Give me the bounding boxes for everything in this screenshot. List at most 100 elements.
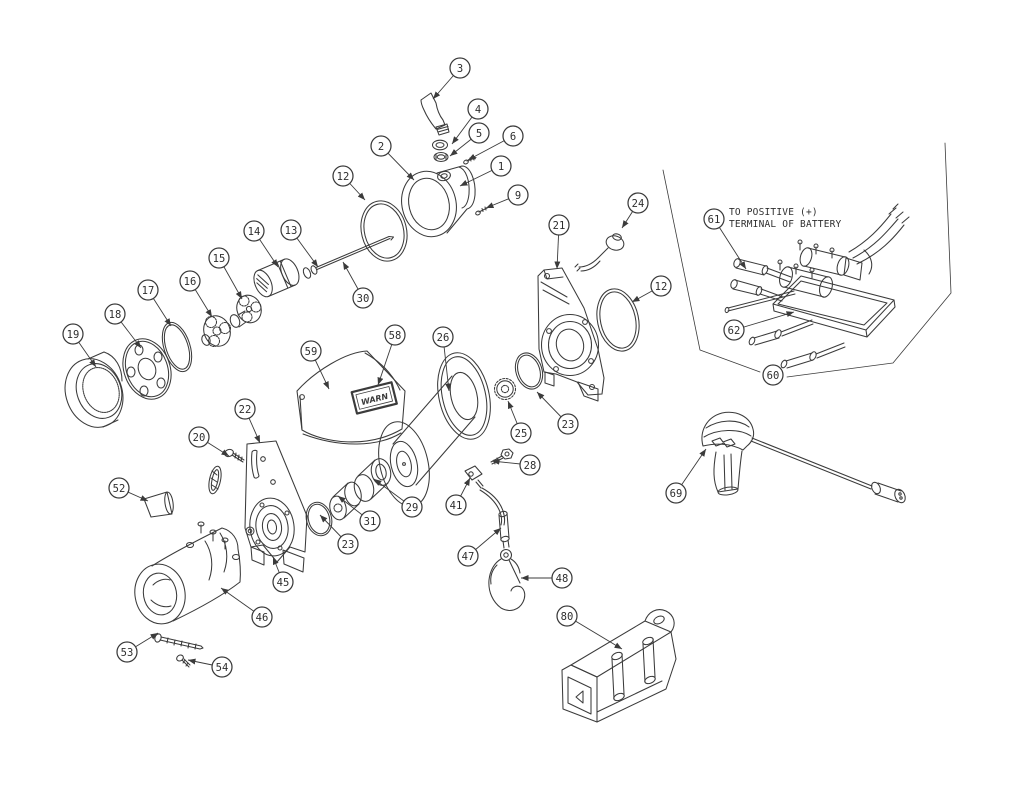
balloon-number: 12: [655, 281, 668, 293]
balloon-circle: [401, 496, 423, 518]
balloon-circle: [449, 57, 471, 79]
inset-border: [786, 142, 952, 378]
annotations: TO POSITIVE (+)TERMINAL OF BATTERY: [729, 207, 841, 230]
sticker-brand-text: WARN: [360, 392, 389, 407]
balloon-circle: [337, 533, 359, 555]
balloon-circle: [359, 510, 381, 532]
balloon-circle: [551, 567, 573, 589]
callout-29: 29: [373, 478, 423, 518]
callout-53: 53: [116, 632, 159, 663]
callout-22: 22: [234, 398, 261, 444]
balloon-circle: [762, 364, 784, 386]
callout-45: 45: [272, 556, 294, 593]
winch-motor: [134, 521, 241, 625]
callout-60: 60: [762, 364, 784, 386]
inset-border: [662, 169, 761, 373]
balloon-circle: [432, 326, 454, 348]
callout-46: 46: [220, 587, 273, 628]
balloon-number: 80: [561, 611, 574, 623]
housing-gasket: [596, 288, 640, 352]
balloon-circle: [116, 641, 138, 663]
callout-58: 58: [377, 324, 406, 386]
thrust-washer: [208, 465, 222, 495]
balloon-number: 29: [406, 502, 419, 514]
callout-23: 23: [319, 514, 359, 555]
winch-drum: [378, 352, 491, 507]
callout-24: 24: [621, 192, 649, 229]
balloon-number: 13: [285, 225, 298, 237]
balloon-circle: [723, 319, 745, 341]
balloon-number: 41: [450, 500, 463, 512]
callout-17: 17: [137, 279, 172, 327]
balloon-number: 46: [256, 612, 269, 624]
balloon-circle: [243, 220, 265, 242]
gasket-ring: [360, 200, 408, 262]
balloon-circle: [510, 422, 532, 444]
warn-sticker: WARN: [350, 381, 398, 415]
callout-16: 16: [179, 270, 213, 318]
balloon-number: 4: [475, 104, 481, 116]
callout-2: 2: [370, 135, 415, 181]
remote-control: [701, 411, 906, 504]
carrier-plate: [122, 338, 172, 400]
callout-31: 31: [337, 495, 381, 532]
callout-61: 61: [703, 208, 747, 270]
callout-12: 12: [332, 165, 366, 201]
balloon-number: 22: [239, 404, 252, 416]
leader-line: [566, 615, 623, 650]
callout-62: 62: [723, 311, 795, 341]
balloon-circle: [467, 98, 489, 120]
solenoid-base-plate: [772, 275, 895, 331]
balloon-number: 25: [515, 428, 528, 440]
callout-26: 26: [432, 326, 454, 392]
cap-flange: [401, 170, 457, 238]
callout-9: 9: [485, 184, 529, 209]
drum-bushing: [353, 458, 392, 502]
motor-bolt-long: [154, 633, 204, 650]
balloon-circle: [352, 287, 374, 309]
brake-cone: [143, 491, 174, 518]
balloon-circle: [104, 303, 126, 325]
balloon-number: 23: [562, 419, 575, 431]
control-pack-inset: [662, 142, 952, 378]
balloon-number: 9: [515, 190, 521, 202]
rope-sleeve: [498, 510, 510, 549]
balloon-circle: [188, 426, 210, 448]
callout-41: 41: [445, 477, 471, 516]
callout-12: 12: [631, 275, 672, 303]
support-bolt: [224, 448, 245, 463]
brake-ring: [305, 501, 333, 537]
balloon-number: 31: [364, 516, 377, 528]
balloon-circle: [457, 545, 479, 567]
balloon-circle: [384, 324, 406, 346]
callout-13: 13: [280, 219, 319, 268]
balloon-number: 21: [553, 220, 566, 232]
gear-end-housing: [537, 267, 605, 402]
drive-coupling: [329, 481, 362, 521]
balloon-circle: [280, 219, 302, 241]
balloon-number: 61: [708, 214, 721, 226]
wiring-harness: [848, 203, 910, 275]
cap-assembly: [360, 92, 490, 262]
battery-cables-positive: [724, 258, 796, 314]
nut: [433, 151, 449, 163]
balloon-circle: [557, 413, 579, 435]
callout-23: 23: [536, 391, 579, 435]
drum-bushing-ring-right: [514, 352, 544, 390]
balloon-number: 60: [767, 370, 780, 382]
balloon-number: 19: [67, 329, 80, 341]
cap-body: [436, 165, 476, 234]
brake-switch: [574, 233, 625, 272]
callout-4: 4: [451, 98, 489, 145]
balloon-circle: [300, 340, 322, 362]
callout-47: 47: [457, 527, 502, 567]
callout-30: 30: [342, 261, 374, 309]
callout-20: 20: [188, 426, 230, 457]
balloon-circle: [370, 135, 392, 157]
balloon-circle: [62, 323, 84, 345]
balloon-number: 28: [524, 460, 537, 472]
callout-15: 15: [208, 247, 243, 300]
callout-21: 21: [548, 214, 570, 270]
